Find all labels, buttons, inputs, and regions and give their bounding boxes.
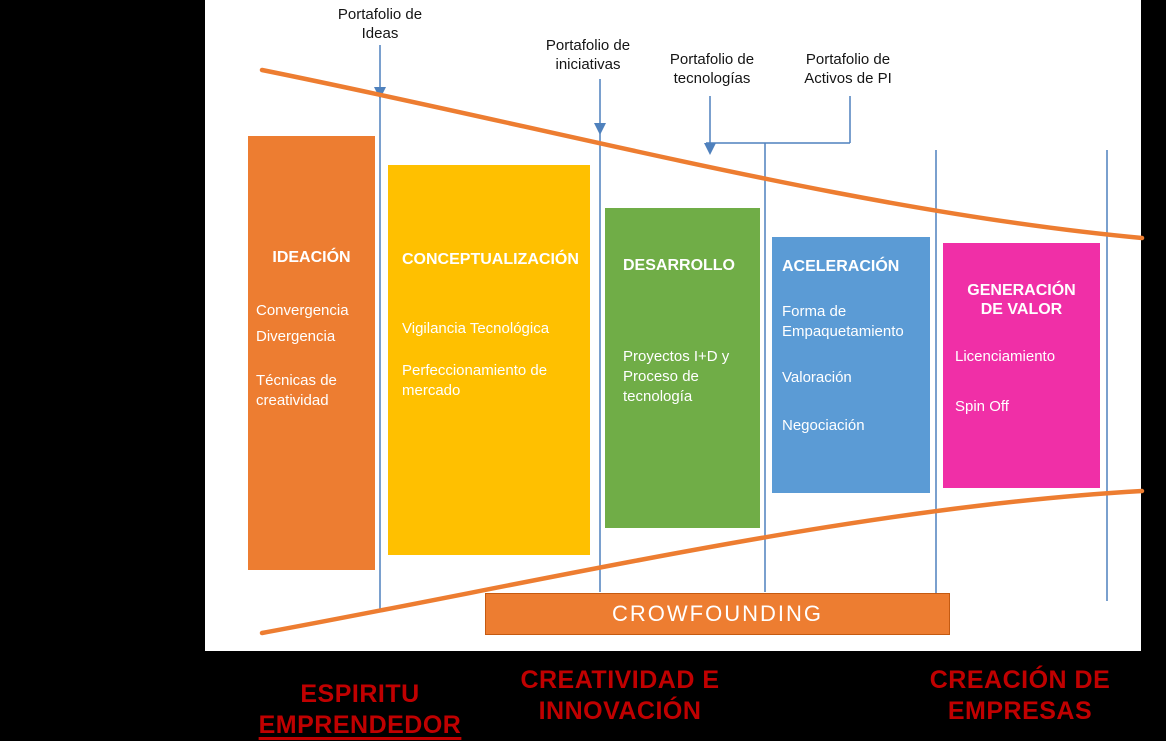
label-portafolio-tecnologias: Portafolio de tecnologías [637, 50, 787, 88]
label-line: INNOVACIÓN [538, 697, 702, 725]
stage-ideacion: IDEACIÓN Convergencia Divergencia Técnic… [248, 136, 375, 570]
label-line: CREACIÓN DE [929, 666, 1111, 694]
label-portafolio-activos-pi: Portafolio de Activos de PI [773, 50, 923, 88]
stage-item: Forma de Empaquetamiento [782, 303, 904, 340]
stage-conceptualizacion: CONCEPTUALIZACIÓN Vigilancia Tecnológica… [388, 165, 590, 555]
label-line: Portafolio de [805, 51, 891, 68]
label-line: EMPRENDEDOR [258, 711, 462, 739]
label-line: Ideas [361, 25, 399, 42]
stage-item: Perfeccionamiento de mercado [402, 362, 548, 399]
stage-item: Spin Off [955, 398, 1009, 415]
stage-title: DESARROLLO [623, 257, 735, 274]
label-line: ESPIRITU [300, 680, 420, 708]
stage-item: Valoración [782, 369, 852, 386]
stage-item: Vigilancia Tecnológica [402, 320, 550, 337]
label-line: Portafolio de [545, 37, 631, 54]
stage-item: Licenciamiento [955, 348, 1056, 365]
label-line: Activos de PI [804, 70, 892, 87]
stage-item: Técnicas de creatividad [256, 372, 337, 409]
stage-item: Negociación [782, 417, 865, 434]
stage-generacion-de-valor: GENERACIÓN DE VALOR Licenciamiento Spin … [943, 243, 1100, 488]
stage-desarrollo: DESARROLLO Proyectos I+D y Proceso de te… [605, 208, 760, 528]
label-line: tecnologías [673, 70, 751, 87]
label-portafolio-ideas: Portafolio de Ideas [305, 5, 455, 43]
stage-title: IDEACIÓN [272, 249, 351, 266]
label-espiritu-emprendedor: ESPIRITU EMPRENDEDOR [250, 679, 470, 741]
label-creatividad-innovacion: CREATIVIDAD E INNOVACIÓN [503, 665, 737, 727]
crowfounding-label: CROWFOUNDING [612, 601, 823, 626]
label-creacion-empresas: CREACIÓN DE EMPRESAS [898, 665, 1142, 727]
stage-item: Divergencia [256, 328, 336, 345]
stage-aceleracion: ACELERACIÓN Forma de Empaquetamiento Val… [772, 237, 930, 493]
stage-item: Convergencia [256, 302, 349, 319]
stage-title: ACELERACIÓN [782, 258, 900, 275]
crowfounding-banner: CROWFOUNDING [485, 593, 950, 635]
label-line: EMPRESAS [947, 697, 1093, 725]
label-line: Portafolio de [337, 6, 423, 23]
stage-title: GENERACIÓN DE VALOR [967, 282, 1076, 318]
stage-title: CONCEPTUALIZACIÓN [402, 251, 579, 268]
label-line: CREATIVIDAD E [520, 666, 720, 694]
stage-item: Proyectos I+D y Proceso de tecnología [623, 348, 730, 405]
label-line: Portafolio de [669, 51, 755, 68]
